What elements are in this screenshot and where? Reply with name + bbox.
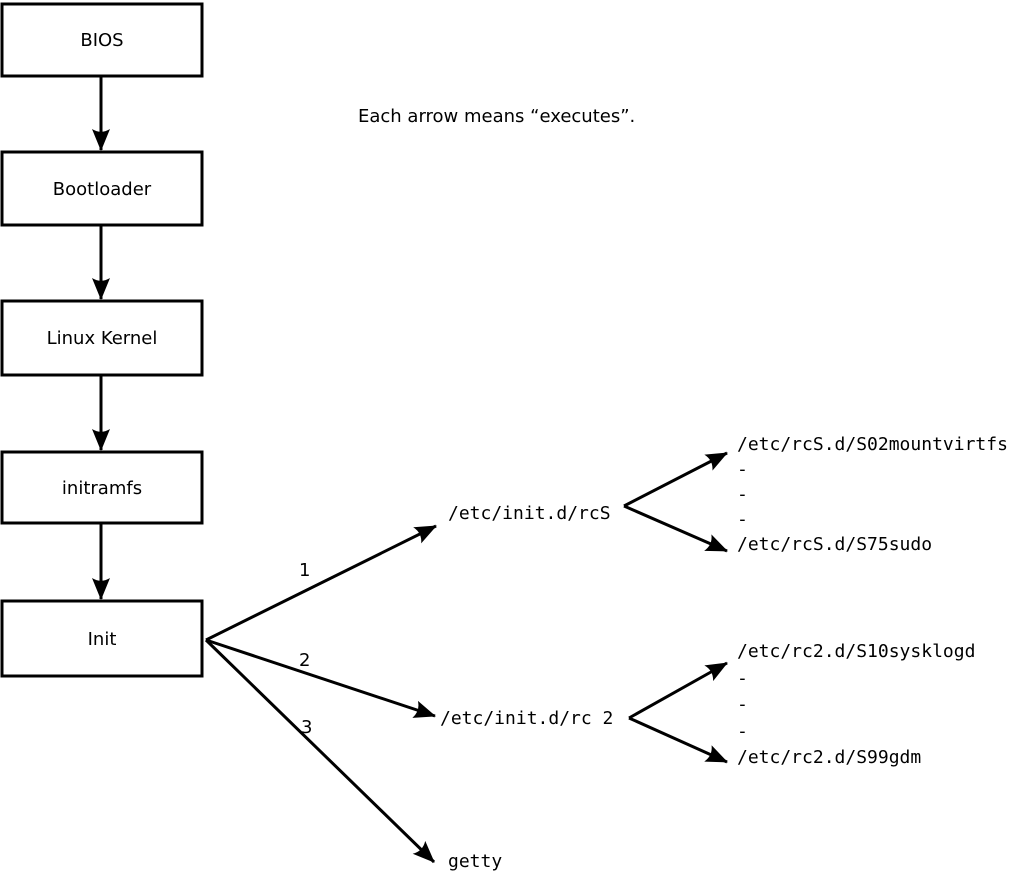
arrow-rc2-fork-upper: [628, 661, 728, 720]
rcs-script-first: /etc/rcS.d/S02mountvirtfs: [737, 434, 1008, 455]
rcs-script-ellipsis-2: -: [737, 484, 748, 505]
rc2-target-label: /etc/init.d/rc 2: [440, 708, 613, 729]
rcs-script-ellipsis-3: -: [737, 509, 748, 530]
bootloader-box-rect: [0, 150, 204, 227]
init-label: Init: [88, 629, 117, 650]
rc2-script-last: /etc/rc2.d/S99gdm: [737, 747, 921, 768]
rc2-script-first: /etc/rc2.d/S10sysklogd: [737, 641, 975, 662]
branch-2-number: 2: [299, 650, 310, 671]
arrow-init-to-getty: [204, 638, 436, 864]
bootloader-label: Bootloader: [53, 179, 152, 200]
bootloader-box: Bootloader: [0, 150, 204, 227]
arrow-rcs-fork-lower: [623, 504, 728, 553]
bios-box-rect: [0, 2, 204, 78]
rc2-script-ellipsis-3: -: [737, 721, 748, 742]
linux-kernel-label: Linux Kernel: [47, 328, 158, 349]
init-box: Init: [0, 599, 204, 678]
bios-label: BIOS: [80, 30, 123, 51]
branch-3-number: 3: [301, 717, 312, 738]
rc2-script-list: /etc/rc2.d/S10sysklogd - - - /etc/rc2.d/…: [737, 641, 975, 768]
initramfs-box: initramfs: [0, 450, 204, 525]
initramfs-box-rect: [0, 450, 204, 525]
init-box-rect: [0, 599, 204, 678]
initramfs-label: initramfs: [62, 478, 142, 499]
rcs-target-label: /etc/init.d/rcS: [448, 503, 611, 524]
linux-kernel-box: Linux Kernel: [0, 299, 204, 377]
rcs-script-last: /etc/rcS.d/S75sudo: [737, 534, 932, 555]
arrow-rcs-fork-upper: [623, 451, 728, 508]
arrow-init-to-rcs: [205, 524, 437, 642]
arrow-rc2-fork-lower: [628, 716, 728, 764]
rcs-script-ellipsis-1: -: [737, 459, 748, 480]
legend-note: Each arrow means “executes”.: [358, 106, 635, 127]
rc2-script-ellipsis-1: -: [737, 668, 748, 689]
bios-box: BIOS: [0, 2, 204, 78]
branch-1-number: 1: [299, 560, 310, 581]
arrow-init-to-rc2: [205, 638, 436, 718]
rcs-script-list: /etc/rcS.d/S02mountvirtfs - - - /etc/rcS…: [737, 434, 1008, 555]
getty-target-label: getty: [448, 851, 502, 872]
rc2-script-ellipsis-2: -: [737, 694, 748, 715]
